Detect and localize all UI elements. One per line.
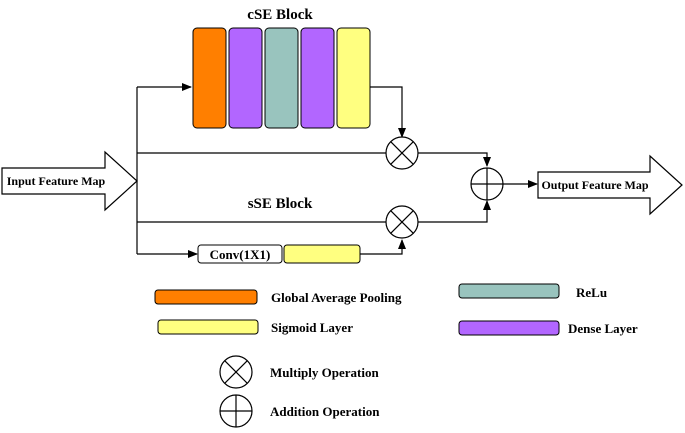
sse-block-title: sSE Block bbox=[248, 196, 313, 212]
conv-1x1-box bbox=[197, 244, 283, 264]
sse-sigmoid-layer bbox=[283, 244, 361, 264]
connections bbox=[136, 83, 538, 258]
multiply-legend-icon bbox=[219, 355, 253, 389]
legend-label-dense-layer: Dense Layer bbox=[568, 321, 638, 336]
legend-swatch-relu bbox=[458, 283, 560, 299]
cse-layer-dense-1 bbox=[228, 27, 263, 129]
addition-legend-icon bbox=[219, 394, 253, 428]
cse-layer-global-average-pooling bbox=[192, 27, 227, 129]
multiply-operation-cse bbox=[385, 136, 419, 170]
cse-layer-relu bbox=[264, 27, 299, 129]
legend-label-sigmoid-layer: Sigmoid Layer bbox=[271, 320, 353, 335]
cse-block-title: cSE Block bbox=[247, 7, 313, 23]
output-feature-map-arrow: Output Feature Map bbox=[537, 154, 683, 216]
legend-swatch-dense-layer bbox=[458, 320, 560, 336]
cse-layer-sigmoid bbox=[336, 27, 371, 129]
legend: Global Average Pooling ReLu Sigmoid Laye… bbox=[154, 283, 638, 428]
cse-to-multiply-arrow bbox=[370, 86, 406, 138]
addition-operation bbox=[470, 167, 504, 201]
legend-label-relu: ReLu bbox=[576, 285, 607, 300]
legend-swatch-sigmoid-layer bbox=[157, 319, 259, 335]
legend-label-multiply: Multiply Operation bbox=[270, 365, 379, 380]
sse-branch: Conv(1X1) bbox=[197, 244, 361, 264]
legend-label-global-average-pooling: Global Average Pooling bbox=[271, 290, 402, 305]
multiply2-to-add-arrow bbox=[418, 200, 491, 223]
multiply-operation-sse bbox=[385, 205, 419, 239]
legend-swatch-global-average-pooling bbox=[154, 289, 258, 305]
legend-label-addition: Addition Operation bbox=[270, 404, 380, 419]
sigmoid-to-multiply-arrow bbox=[360, 239, 406, 255]
cse-block bbox=[192, 27, 371, 129]
input-feature-map-arrow: Input Feature Map bbox=[1, 150, 138, 212]
cse-layer-dense-2 bbox=[300, 27, 335, 129]
multiply1-to-add-arrow bbox=[418, 152, 491, 167]
conv-1x1-label: Conv(1X1) bbox=[210, 247, 271, 262]
output-feature-map-label: Output Feature Map bbox=[541, 178, 648, 192]
input-feature-map-label: Input Feature Map bbox=[7, 174, 106, 188]
